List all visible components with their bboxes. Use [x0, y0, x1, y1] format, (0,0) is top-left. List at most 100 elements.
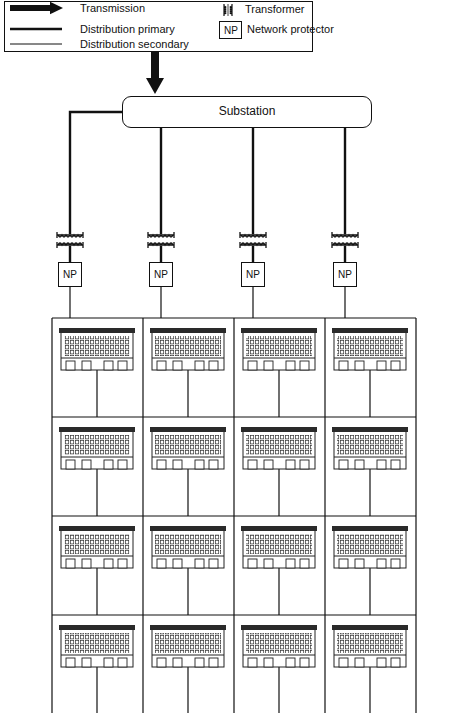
building-roof: [332, 526, 408, 531]
transmission-sample-head: [50, 2, 63, 14]
building-body: [152, 431, 224, 469]
building-entrance: [286, 460, 295, 469]
transformer-gap: [331, 234, 359, 246]
building-entrance: [157, 460, 166, 469]
transformer-coil: [148, 243, 174, 245]
building-entrance: [173, 658, 182, 667]
service-line: [278, 469, 279, 516]
building-entrance: [391, 361, 400, 370]
legend-text: Network protector: [247, 23, 334, 35]
building-entrance: [339, 658, 348, 667]
building-entrance: [391, 559, 400, 568]
building-floor: [243, 358, 315, 359]
building-entrance: [264, 658, 273, 667]
transmission-sample: [10, 5, 52, 11]
building-entrance: [248, 658, 257, 667]
building-group: [59, 328, 408, 713]
building-entrance: [82, 559, 91, 568]
building-body: [243, 431, 315, 469]
building-windows: [246, 435, 312, 455]
building-entrance: [66, 559, 75, 568]
building-entrance: [195, 361, 204, 370]
building-floor: [61, 655, 133, 656]
building-entrance: [248, 559, 257, 568]
building-windows: [246, 336, 312, 356]
service-line: [96, 568, 97, 615]
building-entrance: [104, 361, 113, 370]
building-entrance: [355, 460, 364, 469]
service-line: [369, 469, 370, 516]
network-protector-box: NP: [58, 262, 82, 287]
building-roof: [332, 427, 408, 432]
building-body: [243, 629, 315, 667]
building-entrance: [195, 658, 204, 667]
building-entrance: [377, 658, 386, 667]
transmission-arrow: [151, 51, 159, 80]
building-roof: [150, 427, 226, 432]
building-windows: [64, 633, 130, 653]
building-entrance: [264, 361, 273, 370]
transformer-coil: [57, 243, 83, 245]
service-line: [278, 667, 279, 713]
building-roof: [59, 427, 135, 432]
building-body: [61, 530, 133, 568]
building-entrance: [209, 460, 218, 469]
building-body: [152, 332, 224, 370]
node-text: NP: [246, 269, 260, 280]
building-entrance: [118, 361, 127, 370]
building-floor: [61, 556, 133, 557]
building-entrance: [339, 361, 348, 370]
building-roof: [150, 625, 226, 630]
building-windows: [155, 633, 221, 653]
building-floor: [61, 457, 133, 458]
service-line: [369, 370, 370, 417]
building-windows: [64, 435, 130, 455]
legend-text: Transmission: [80, 2, 145, 14]
building-entrance: [66, 361, 75, 370]
transformer-leads: [148, 230, 174, 250]
building-entrance: [118, 658, 127, 667]
transformer-coil: [148, 235, 174, 237]
building-entrance: [82, 658, 91, 667]
building-floor: [243, 556, 315, 557]
legend-text: Transformer: [245, 3, 305, 15]
building-body: [243, 530, 315, 568]
building-entrance: [173, 559, 182, 568]
building-entrance: [339, 460, 348, 469]
building-floor: [334, 457, 406, 458]
building-body: [61, 332, 133, 370]
building-body: [61, 431, 133, 469]
network-protector-box: NP: [333, 262, 357, 287]
building-entrance: [104, 559, 113, 568]
service-line: [187, 568, 188, 615]
node-text: NP: [154, 269, 168, 280]
building-floor: [334, 556, 406, 557]
building-entrance: [377, 460, 386, 469]
building-entrance: [300, 460, 309, 469]
building-entrance: [377, 361, 386, 370]
service-line: [278, 568, 279, 615]
node-text: Substation: [219, 105, 276, 118]
building-windows: [155, 336, 221, 356]
service-line: [369, 568, 370, 615]
building-roof: [332, 328, 408, 333]
building-windows: [155, 534, 221, 554]
building-entrance: [377, 559, 386, 568]
building-entrance: [157, 658, 166, 667]
building-roof: [150, 328, 226, 333]
building-floor: [152, 457, 224, 458]
building-windows: [337, 534, 403, 554]
service-line: [369, 667, 370, 713]
building-entrance: [248, 460, 257, 469]
secondary-drops: [70, 287, 345, 318]
building-entrance: [286, 658, 295, 667]
building-floor: [61, 358, 133, 359]
building-roof: [241, 625, 317, 630]
transformer-coil: [332, 243, 358, 245]
building-roof: [59, 328, 135, 333]
building-entrance: [355, 658, 364, 667]
substation-box: Substation: [122, 96, 372, 128]
building-entrance: [286, 559, 295, 568]
building-floor: [243, 457, 315, 458]
building-windows: [64, 336, 130, 356]
